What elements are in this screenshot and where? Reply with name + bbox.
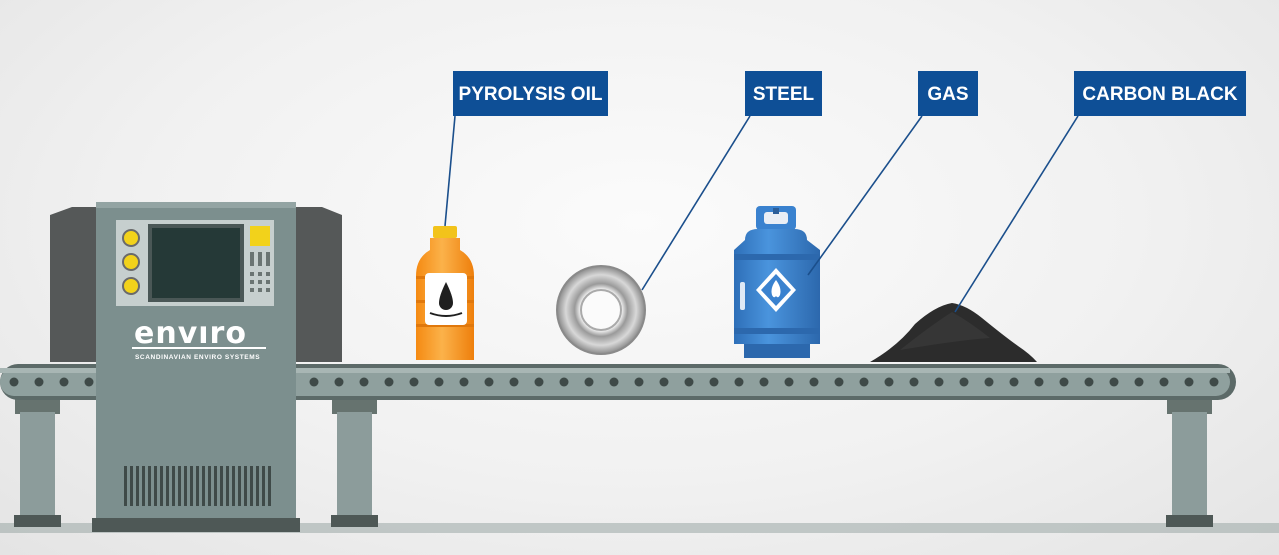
roller (809, 377, 819, 387)
vent-slat (160, 466, 163, 506)
roller (509, 377, 519, 387)
brand-subtitle: SCANDINAVIAN ENVIRO SYSTEMS (135, 354, 260, 361)
vent-slat (154, 466, 157, 506)
roller (1034, 377, 1044, 387)
vent-slat (130, 466, 133, 506)
roller (1134, 377, 1144, 387)
roller (1084, 377, 1094, 387)
roller (59, 377, 69, 387)
callout-lines (444, 115, 1079, 313)
roller (1159, 377, 1169, 387)
roller (759, 377, 769, 387)
conveyor-belt (0, 364, 1236, 400)
vent-slat (190, 466, 193, 506)
keypad-icon (250, 252, 270, 292)
roller (634, 377, 644, 387)
roller (9, 377, 19, 387)
label-pyrolysis-oil: PYROLYSIS OIL (453, 71, 608, 116)
vent-slat (244, 466, 247, 506)
roller (34, 377, 44, 387)
roller (309, 377, 319, 387)
vent-slat (250, 466, 253, 506)
roller (1009, 377, 1019, 387)
roller (1059, 377, 1069, 387)
steel-coil-icon (556, 265, 646, 355)
vent-slat (226, 466, 229, 506)
vent-slat (232, 466, 235, 506)
svg-text:CARBON BLACK: CARBON BLACK (1082, 84, 1237, 105)
roller (709, 377, 719, 387)
roller (934, 377, 944, 387)
vent-slat (202, 466, 205, 506)
roller (434, 377, 444, 387)
floor-line (0, 523, 1279, 533)
roller (909, 377, 919, 387)
label-carbon-black: CARBON BLACK (1074, 71, 1246, 116)
roller (834, 377, 844, 387)
roller (784, 377, 794, 387)
label-gas: GAS (918, 71, 978, 116)
roller (1209, 377, 1219, 387)
gas-cylinder-icon (734, 206, 820, 358)
vent-slat (196, 466, 199, 506)
vent-slat (208, 466, 211, 506)
roller (359, 377, 369, 387)
conveyor-legs (14, 398, 1213, 527)
roller (384, 377, 394, 387)
vent-slat (166, 466, 169, 506)
roller (959, 377, 969, 387)
oil-bottle-icon (416, 226, 474, 360)
roller (659, 377, 669, 387)
vent-slat (172, 466, 175, 506)
roller (734, 377, 744, 387)
brand-underline (132, 347, 266, 349)
roller (559, 377, 569, 387)
svg-text:GAS: GAS (927, 84, 968, 105)
vent-slat (262, 466, 265, 506)
carbon-pile-icon (870, 303, 1037, 362)
roller (84, 377, 94, 387)
roller (459, 377, 469, 387)
pyrolysis-machine: envıro SCANDINAVIAN ENVIRO SYSTEMS (50, 202, 342, 532)
vent-slat (184, 466, 187, 506)
roller (484, 377, 494, 387)
svg-text:STEEL: STEEL (753, 84, 815, 105)
brand-name: envıro (134, 316, 247, 351)
vent-slat (178, 466, 181, 506)
vent-slat (268, 466, 271, 506)
warning-light (250, 226, 270, 246)
vent-slat (142, 466, 145, 506)
roller (334, 377, 344, 387)
roller (1184, 377, 1194, 387)
vent-slat (220, 466, 223, 506)
vent-slat (238, 466, 241, 506)
roller (884, 377, 894, 387)
roller (684, 377, 694, 387)
roller (984, 377, 994, 387)
vent-slat (256, 466, 259, 506)
roller (609, 377, 619, 387)
vent-grille (124, 466, 271, 506)
vent-slat (124, 466, 127, 506)
gauge-icon (122, 229, 140, 295)
vent-slat (136, 466, 139, 506)
roller (859, 377, 869, 387)
roller (1109, 377, 1119, 387)
roller (534, 377, 544, 387)
roller (409, 377, 419, 387)
vent-slat (214, 466, 217, 506)
roller (584, 377, 594, 387)
vent-slat (148, 466, 151, 506)
label-steel: STEEL (745, 71, 822, 116)
svg-text:PYROLYSIS OIL: PYROLYSIS OIL (459, 84, 603, 105)
